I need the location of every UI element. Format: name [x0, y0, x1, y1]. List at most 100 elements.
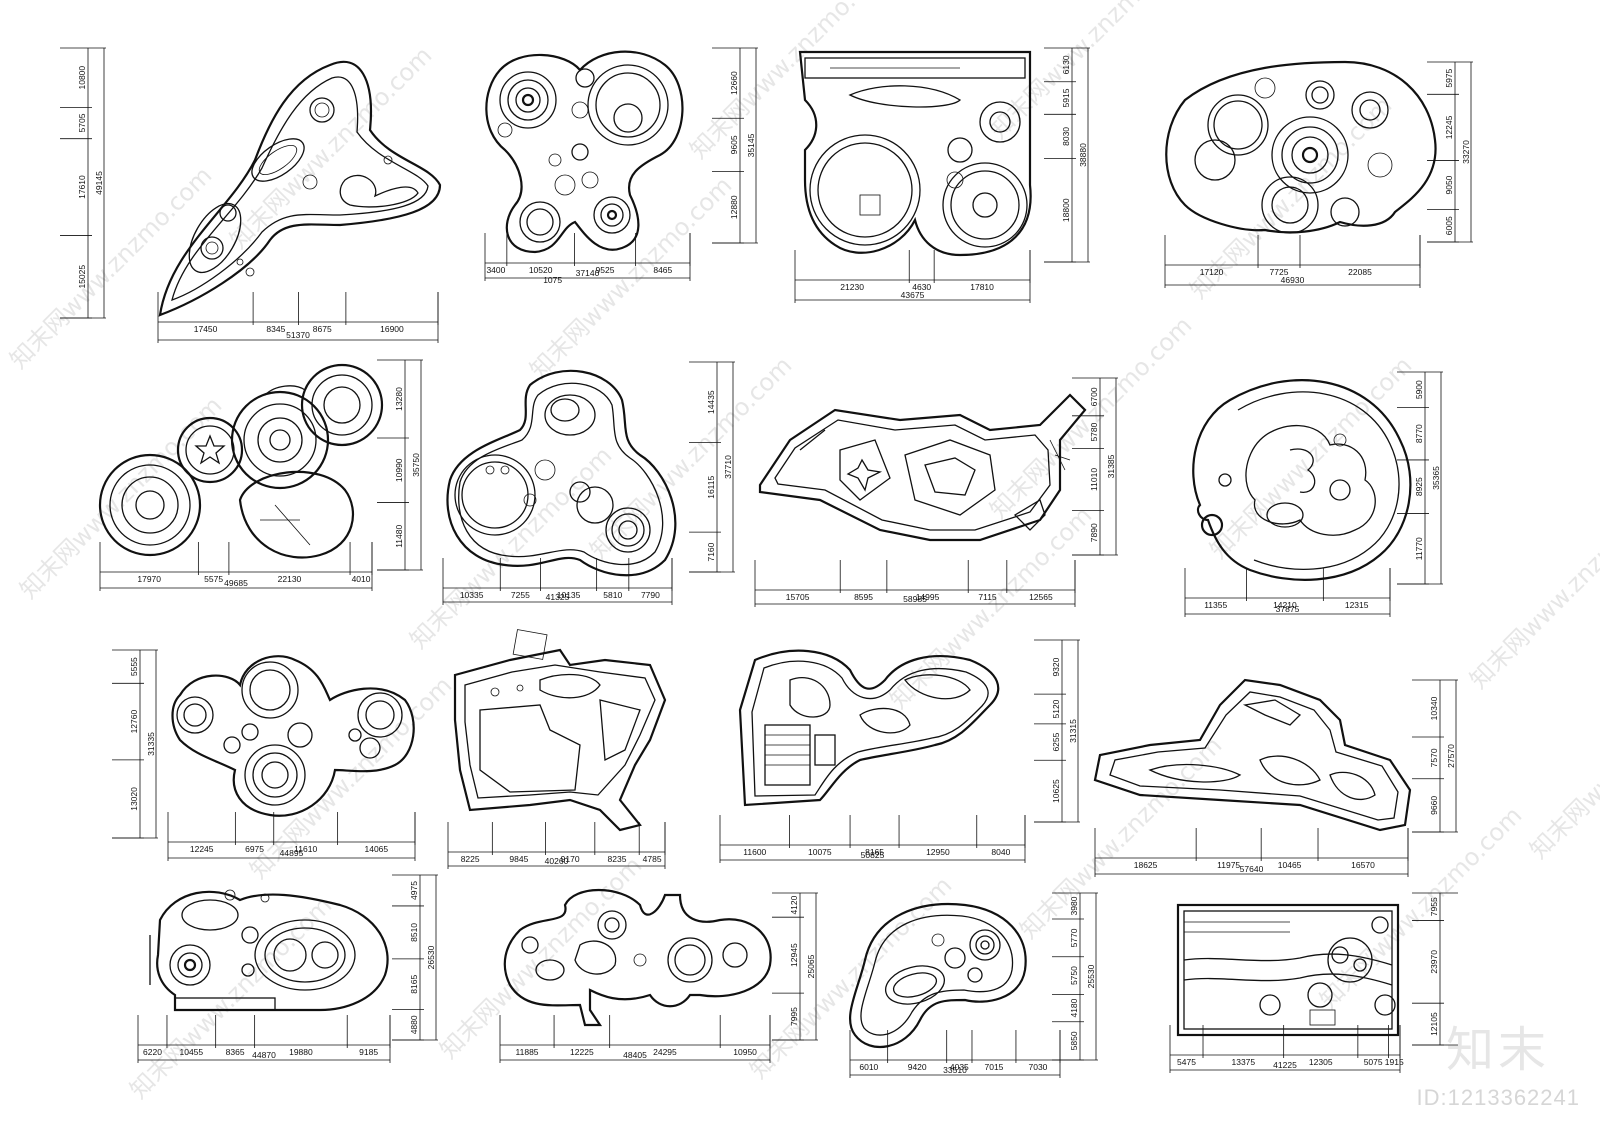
plan-8-shape [1192, 379, 1412, 581]
dimension-label: 10455 [179, 1047, 203, 1057]
dimension-total-label: 25065 [806, 954, 816, 978]
dimension-label: 9605 [729, 135, 739, 154]
dimension-label: 7955 [1429, 897, 1439, 916]
dimension-label: 19880 [289, 1047, 313, 1057]
dimension-label: 6255 [1051, 732, 1061, 751]
dimension-label: 12305 [1309, 1057, 1333, 1067]
dimension-label: 4180 [1069, 998, 1079, 1017]
dimension-label: 17450 [194, 324, 218, 334]
dimension-label: 5555 [129, 657, 139, 676]
plan-1-shape [158, 60, 442, 317]
dimension-label: 12950 [926, 847, 950, 857]
dimension-label: 14065 [364, 844, 388, 854]
dimension-label: 11010 [1089, 468, 1099, 491]
dimension-label: 11975 [1217, 860, 1240, 870]
dimension-label: 16115 [706, 475, 716, 498]
dimension-label: 17120 [1200, 267, 1224, 277]
dimension-total-label: 43675 [901, 290, 925, 300]
dimension-label: 14210 [1273, 600, 1297, 610]
dimension-label: 8235 [608, 854, 627, 864]
dimension-total-label: 49685 [224, 578, 248, 588]
dimension-label: 5850 [1069, 1031, 1079, 1050]
dimension-label: 5915 [1061, 88, 1071, 107]
dimension-label: 7115 [978, 592, 997, 602]
dimension-label: 18625 [1134, 860, 1158, 870]
dimension-label: 4880 [409, 1015, 419, 1034]
dimension-label: 11355 [1204, 600, 1227, 610]
watermark-logo: 知末 [1445, 1022, 1550, 1078]
dimension-label: 10520 [529, 265, 553, 275]
dimension-label: 7160 [706, 542, 716, 561]
dimension-total-label: 57640 [1240, 864, 1264, 874]
dimension-label: 3980 [1069, 896, 1079, 915]
dimension-label: 4785 [643, 854, 662, 864]
plan-10-shape [453, 629, 667, 832]
dimension-label: 7995 [789, 1007, 799, 1026]
dimension-label: 8345 [266, 324, 285, 334]
dimension-label: 9525 [596, 265, 615, 275]
dimension-label: 18800 [1061, 198, 1071, 222]
dimension-total-label: 33270 [1461, 140, 1471, 164]
dimension-label: 23970 [1429, 950, 1439, 974]
dimension-label: 7790 [641, 590, 660, 600]
dimension-label: 12660 [729, 71, 739, 95]
dimension-total-label: 44895 [280, 848, 304, 858]
dimension-total-label: 50825 [861, 850, 885, 860]
dimension-total-label: 44870 [252, 1050, 276, 1060]
dimension-label: 5780 [1089, 422, 1099, 441]
dimension-label: 24295 [653, 1047, 677, 1057]
dimension-label: 8365 [226, 1047, 245, 1057]
dimension-label: 9050 [1444, 175, 1454, 194]
dimension-label: 5770 [1069, 928, 1079, 947]
plan-15-shape [849, 903, 1027, 1049]
watermark-text: 知末网www.znzmo.com [984, 0, 1197, 144]
dimension-label: 5975 [1444, 68, 1454, 87]
dimension-label: 6010 [859, 1062, 878, 1072]
dimension-label: 9420 [908, 1062, 927, 1072]
dimension-label: 7255 [511, 590, 530, 600]
watermark-text: 知末网www.znzmo.com [744, 871, 957, 1084]
dimension-label: 10340 [1429, 696, 1439, 720]
dimension-label: 8925 [1414, 477, 1424, 496]
plan-7-shape [758, 393, 1087, 542]
dimension-label: 5075 [1364, 1057, 1383, 1067]
dimension-label: 22130 [278, 574, 302, 584]
dimension-label: 10625 [1051, 779, 1061, 803]
dimension-total-label: 41325 [546, 592, 570, 602]
dimension-label: 7015 [985, 1062, 1004, 1072]
plan-9-shape [171, 655, 415, 817]
dimension-total-label: 37710 [723, 455, 733, 479]
dimension-total-label: 35365 [1431, 466, 1441, 490]
dimension-label: 5810 [603, 590, 622, 600]
plan-5-shape [98, 363, 384, 559]
dimension-total-label: 46930 [1281, 275, 1305, 285]
dimension-label: 4975 [409, 881, 419, 900]
dimension-label: 13020 [129, 787, 139, 811]
dimension-label: 10075 [808, 847, 832, 857]
dimension-total-label: 38880 [1078, 143, 1088, 167]
plan-16-shape [1176, 903, 1400, 1037]
dimension-label: 7570 [1429, 748, 1439, 767]
dimension-total-label: 27570 [1446, 744, 1456, 768]
dimension-label: 9185 [359, 1047, 378, 1057]
dimension-label: 4010 [352, 574, 371, 584]
dimension-total-label: 31335 [146, 732, 156, 756]
dimension-label: 8675 [313, 324, 332, 334]
watermark-text: 知末网www.znzmo.com [224, 41, 437, 254]
dimension-label: 5900 [1414, 380, 1424, 399]
dimension-label: 9660 [1429, 796, 1439, 815]
dimension-label: 10135 [557, 590, 581, 600]
dimension-label: 3400 [486, 265, 505, 275]
watermark-text: 知末网www.znzmo.com [404, 441, 617, 654]
dimension-label: 10950 [733, 1047, 757, 1057]
